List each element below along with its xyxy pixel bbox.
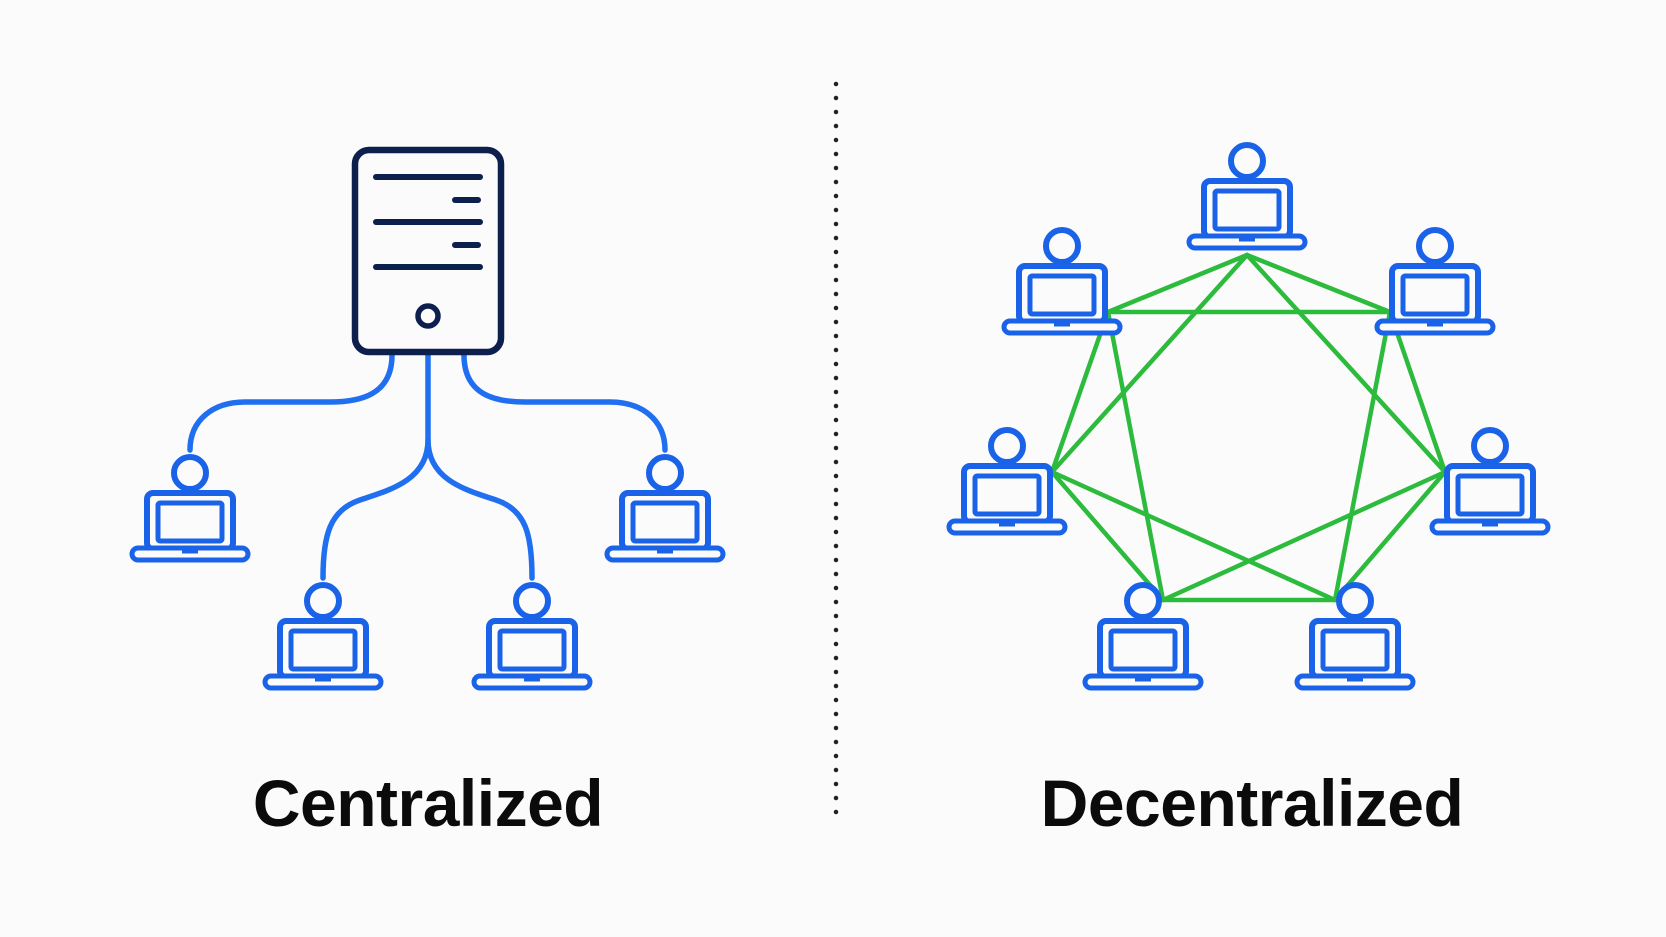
link-server-to-laptop-2 [320,352,431,581]
user-laptop-icon [607,457,723,560]
decentralized-mesh [1049,252,1448,603]
user-laptop-icon [1432,430,1548,533]
server-icon [351,146,505,356]
mesh-link-d2-d3 [1387,309,1448,475]
caption-centralized: Centralized [252,766,604,840]
link-server-to-laptop-4 [461,352,668,453]
caption-decentralized: Decentralized [1040,766,1464,840]
mesh-link-d3-d4 [1332,469,1448,603]
user-laptop-icon [265,585,381,688]
user-laptop-icon [949,430,1065,533]
centralized-links [187,352,668,581]
mesh-link-d5-d6 [1049,469,1166,603]
user-laptop-icon [474,585,590,688]
user-laptop-icon [132,457,248,560]
mesh-link-d1-d3 [1244,252,1448,475]
user-laptop-icon [1189,145,1305,248]
mesh-link-d6-d1 [1049,252,1250,475]
mesh-link-d2-d4 [1332,309,1393,603]
link-server-to-laptop-3 [425,437,535,581]
mesh-link-d6-d7 [1049,309,1111,475]
link-server-to-laptop-1 [187,352,395,453]
user-laptop-icon [1377,230,1493,333]
mesh-link-d3-d5 [1160,469,1448,603]
mesh-link-d1-d2 [1244,252,1393,315]
mesh-link-d4-d6 [1049,469,1338,603]
mesh-link-d5-d7 [1105,309,1166,603]
mesh-link-d7-d1 [1105,252,1250,315]
user-laptop-icon [1004,230,1120,333]
